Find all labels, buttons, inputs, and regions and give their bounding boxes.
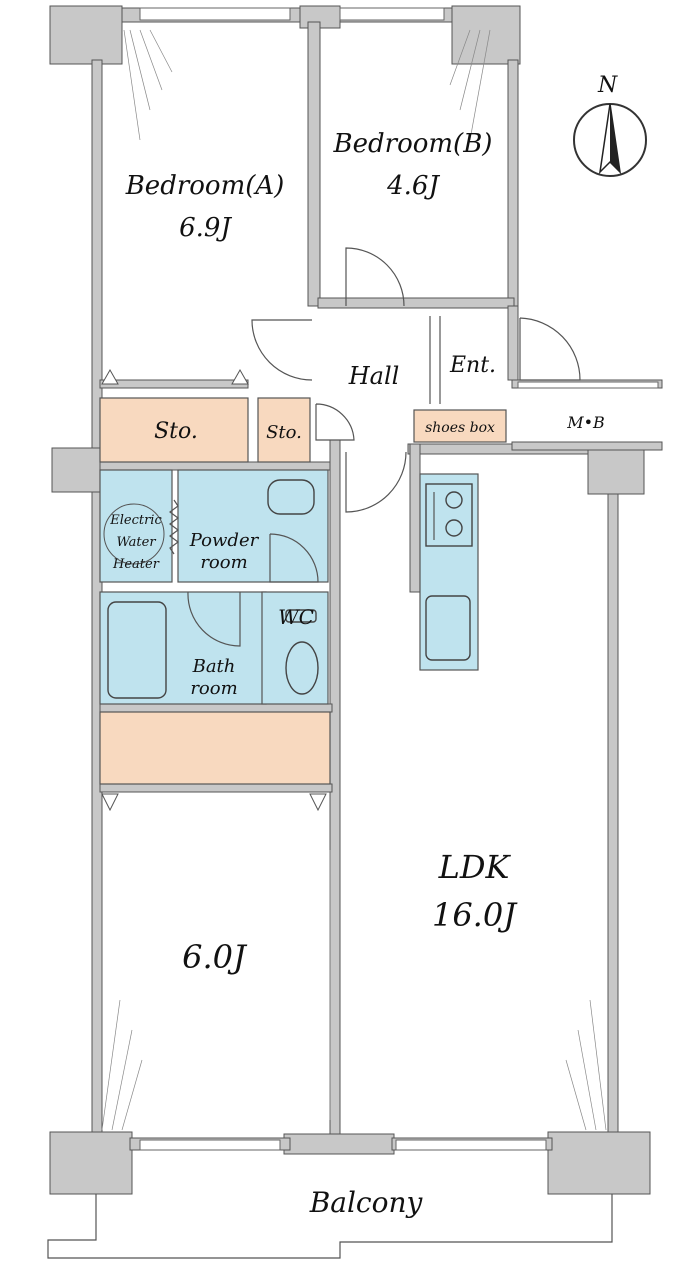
shoes-box-label: shoes box	[425, 420, 495, 436]
ldk-size: 16.0J	[432, 896, 518, 934]
windows	[139, 7, 659, 1151]
toilet	[285, 641, 319, 695]
compass-icon: N	[573, 73, 647, 177]
hall-label: Hall	[348, 362, 400, 390]
water-heater-label-3: Heater	[112, 557, 160, 572]
water-heater-area	[99, 469, 173, 583]
room-labels: Bedroom(A) 6.9J Bedroom(B) 4.6J Hall Ent…	[109, 129, 605, 1219]
balcony-label: Balcony	[309, 1186, 424, 1219]
storage-1-label: Sto.	[154, 419, 198, 444]
closet-area	[99, 711, 331, 785]
powder-room-label-2: room	[200, 552, 247, 573]
wc-label: WC	[278, 605, 314, 629]
bedroom-b-name: Bedroom(B)	[333, 129, 493, 159]
kitchen-sink	[425, 595, 471, 661]
bedroom-a-size: 6.9J	[179, 213, 232, 243]
shoes-box-area	[413, 409, 507, 443]
storage-1-area	[99, 397, 249, 463]
bedroom-a-name: Bedroom(A)	[125, 171, 285, 201]
bedroom-b-size: 4.6J	[386, 171, 440, 201]
ldk-name: LDK	[438, 848, 512, 886]
compass-label: N	[597, 73, 618, 98]
bath-room-label-2: room	[190, 678, 237, 699]
meter-box-label: M•B	[566, 413, 605, 432]
bathtub	[107, 601, 167, 699]
storage-areas	[99, 397, 507, 785]
triangle-markers	[101, 368, 327, 812]
storage-2-label: Sto.	[266, 422, 302, 443]
washbasin	[267, 479, 315, 515]
storage-2-area	[257, 397, 311, 463]
powder-room-label-1: Powder	[189, 530, 260, 551]
water-heater-label-1: Electric	[109, 513, 162, 528]
doors	[187, 247, 581, 647]
western-room-size: 6.0J	[182, 938, 248, 976]
window-hatching	[101, 29, 607, 1131]
entrance-label: Ent.	[449, 353, 496, 378]
fixtures	[103, 479, 473, 699]
bath-room-label-1: Bath	[192, 656, 236, 677]
water-heater-label-2: Water	[116, 535, 156, 550]
